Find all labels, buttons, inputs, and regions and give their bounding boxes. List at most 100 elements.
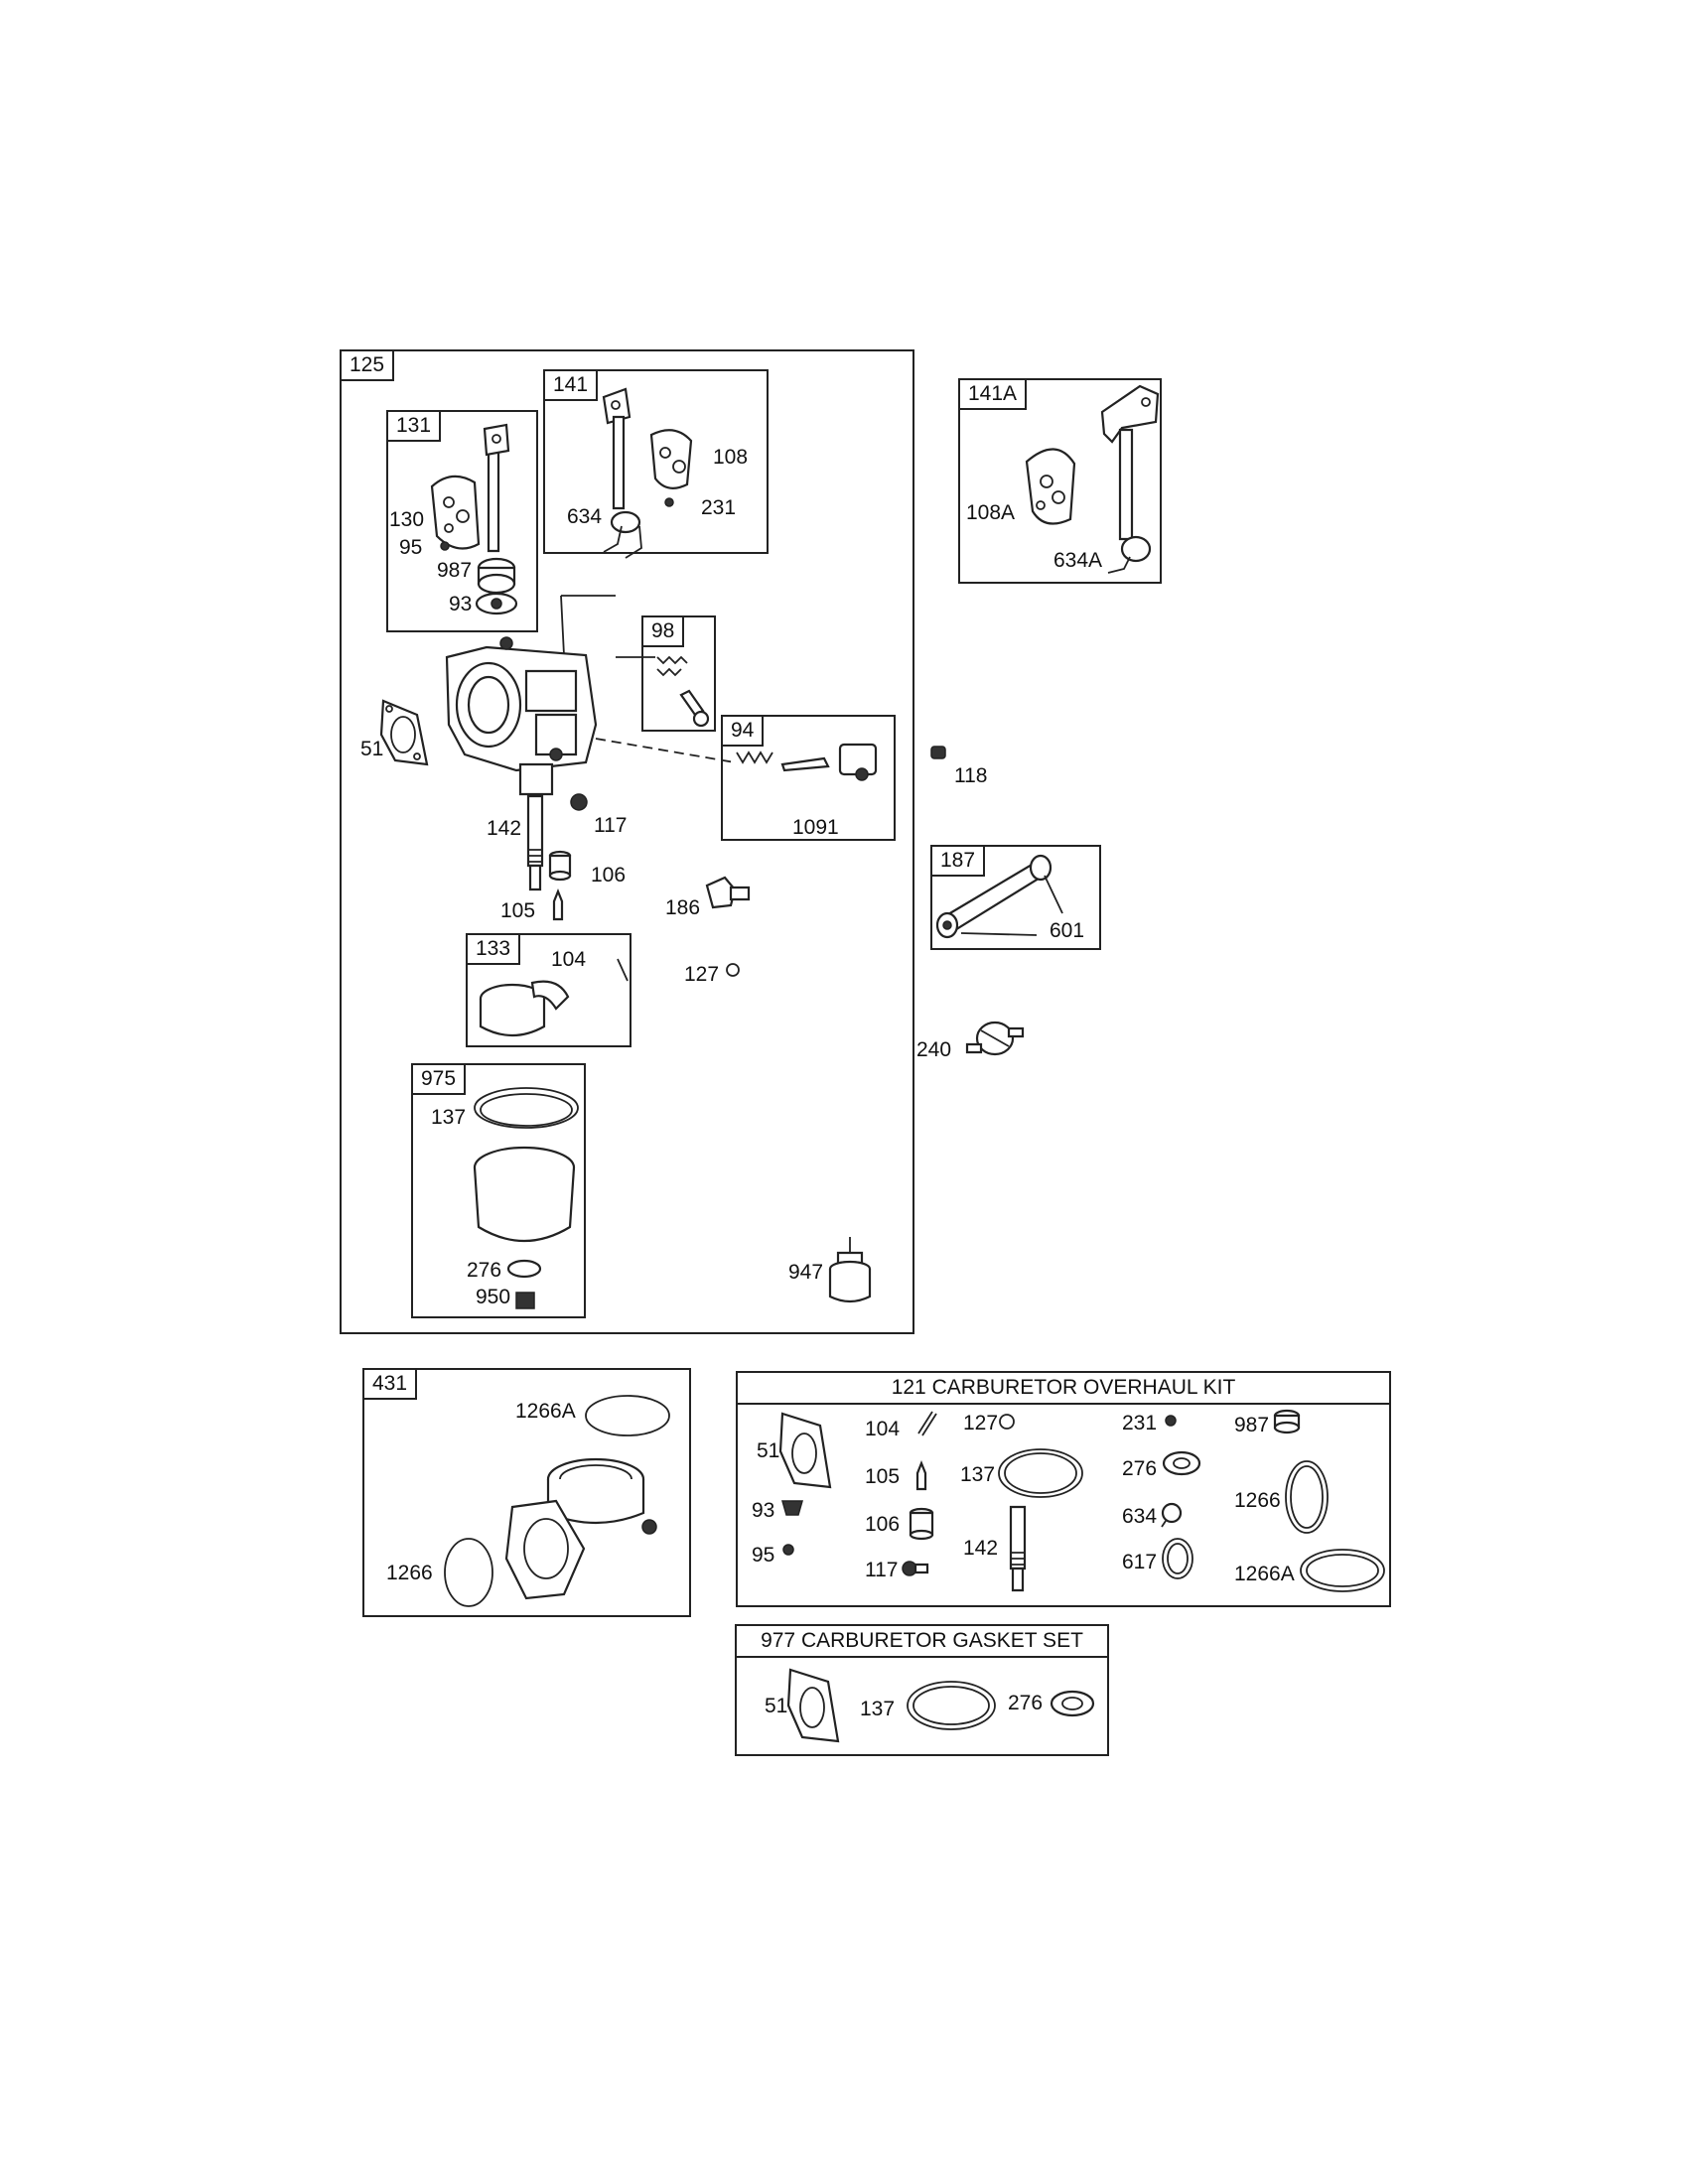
kit-121-plug-93-drawing	[778, 1495, 808, 1521]
kit-121-bowl-nut-106-drawing	[908, 1507, 937, 1543]
group-431-tag: 431	[364, 1370, 418, 1400]
label-117: 117	[594, 814, 628, 837]
kit-121-label-51: 51	[757, 1439, 780, 1462]
screw-117-drawing	[568, 791, 592, 815]
label-634: 634	[567, 505, 603, 528]
fitting-186-drawing	[703, 876, 755, 915]
kit-121-label-231: 231	[1122, 1412, 1158, 1434]
float-bowl-975-drawing	[467, 1078, 586, 1316]
throttle-plate-131-drawing	[427, 417, 536, 625]
kit-977-label-276: 276	[1008, 1692, 1044, 1714]
kit-121-label-1266a: 1266A	[1234, 1563, 1295, 1585]
label-51: 51	[360, 738, 384, 760]
kit-121-label-276: 276	[1122, 1457, 1158, 1480]
group-98-tag: 98	[643, 617, 685, 647]
kit-121-pin-104-drawing	[914, 1408, 938, 1437]
kit-121-washer-276-drawing	[1162, 1449, 1205, 1479]
kit-121-screw-231-drawing	[1162, 1412, 1182, 1432]
kit-121-label-106: 106	[865, 1513, 901, 1536]
kit-121-nozzle-142-drawing	[1003, 1505, 1033, 1594]
kit-121-label-93: 93	[752, 1499, 775, 1522]
idle-speed-screw-98-drawing	[616, 645, 715, 735]
group-98-frame: 98	[641, 615, 716, 732]
group-141a-frame: 141A	[958, 378, 1162, 584]
choke-shaft-141a-drawing	[1013, 382, 1162, 581]
label-142: 142	[487, 817, 522, 840]
label-1266: 1266	[386, 1562, 433, 1584]
mounting-gasket-51-drawing	[375, 695, 435, 774]
label-137: 137	[431, 1106, 467, 1129]
label-130: 130	[389, 508, 425, 531]
label-601: 601	[1050, 919, 1085, 942]
needle-105-drawing	[548, 889, 568, 925]
group-141-frame: 141	[543, 369, 769, 554]
group-975-frame: 975	[411, 1063, 586, 1318]
group-133-tag: 133	[468, 935, 521, 965]
kit-121-title: 121 CARBURETOR OVERHAUL KIT	[738, 1373, 1389, 1405]
label-1091: 1091	[792, 816, 839, 839]
label-93: 93	[449, 593, 473, 615]
group-187-tag: 187	[932, 847, 986, 877]
kit-121-label-95: 95	[752, 1544, 775, 1567]
label-231: 231	[701, 496, 737, 519]
label-947: 947	[788, 1261, 824, 1284]
kit-977-title: 977 CARBURETOR GASKET SET	[737, 1626, 1107, 1658]
kit-977-label-51: 51	[765, 1695, 788, 1717]
label-186: 186	[665, 896, 701, 919]
kit-121-seal-987-drawing	[1271, 1408, 1307, 1437]
kit-977-washer-276-drawing	[1049, 1688, 1098, 1721]
label-1266a: 1266A	[515, 1400, 576, 1423]
label-276: 276	[467, 1259, 502, 1282]
group-125-frame: 125	[340, 349, 914, 1334]
kit-121-oring-1266a-drawing	[1299, 1547, 1388, 1596]
group-131-tag: 131	[388, 412, 442, 442]
label-108: 108	[713, 446, 749, 469]
kit-121-needle-105-drawing	[912, 1461, 931, 1493]
kit-121-oring-617-drawing	[1158, 1535, 1197, 1582]
group-975-tag: 975	[413, 1065, 467, 1095]
label-95: 95	[399, 536, 423, 559]
group-431-frame: 431	[362, 1368, 691, 1617]
fuel-pump-240-drawing	[961, 1013, 1029, 1074]
kit-121-label-137: 137	[960, 1463, 996, 1486]
group-131-frame: 131	[386, 410, 538, 632]
kit-977-gasket-51-drawing	[784, 1664, 844, 1749]
group-133-frame: 133	[466, 933, 632, 1047]
float-133-drawing	[473, 959, 632, 1042]
group-94-tag: 94	[723, 717, 765, 747]
limiter-cap-118-drawing	[927, 741, 951, 764]
kit-977-oring-137-drawing	[904, 1676, 1003, 1735]
intake-elbow-431-drawing	[437, 1390, 685, 1613]
bowl-nut-106-drawing	[546, 850, 576, 884]
kit-121-oring-137-drawing	[997, 1445, 1086, 1501]
label-987: 987	[437, 559, 473, 582]
group-187-frame: 187	[930, 845, 1101, 950]
label-118: 118	[954, 764, 988, 787]
kit-121-label-105: 105	[865, 1465, 901, 1488]
kit-121-label-142: 142	[963, 1537, 999, 1560]
mixture-screw-94-drawing	[596, 735, 894, 814]
kit-121-label-617: 617	[1122, 1551, 1158, 1573]
fuel-line-187-drawing	[933, 852, 1102, 947]
group-125-tag: 125	[342, 351, 395, 381]
fuel-shutoff-solenoid-947-drawing	[824, 1237, 874, 1306]
label-104: 104	[551, 948, 587, 971]
kit-121-label-104: 104	[865, 1418, 901, 1440]
kit-121-spring-634-drawing	[1160, 1501, 1184, 1529]
group-141a-tag: 141A	[960, 380, 1028, 410]
carburetor-body-drawing	[437, 596, 626, 804]
kit-121-screw-95-drawing	[779, 1541, 799, 1561]
label-127: 127	[684, 963, 720, 986]
kit-121-label-1266: 1266	[1234, 1489, 1281, 1512]
kit-121-clip-127-drawing	[997, 1412, 1017, 1432]
label-105: 105	[500, 899, 536, 922]
kit-121-oring-1266-drawing	[1283, 1457, 1333, 1537]
group-141-tag: 141	[545, 371, 599, 401]
nozzle-142-drawing	[516, 794, 556, 893]
kit-977-frame: 977 CARBURETOR GASKET SET	[735, 1624, 1109, 1756]
label-634a: 634A	[1053, 549, 1103, 572]
label-240: 240	[916, 1038, 952, 1061]
label-950: 950	[476, 1286, 511, 1308]
kit-121-frame: 121 CARBURETOR OVERHAUL KIT	[736, 1371, 1391, 1607]
kit-121-gasket-51-drawing	[776, 1408, 836, 1497]
